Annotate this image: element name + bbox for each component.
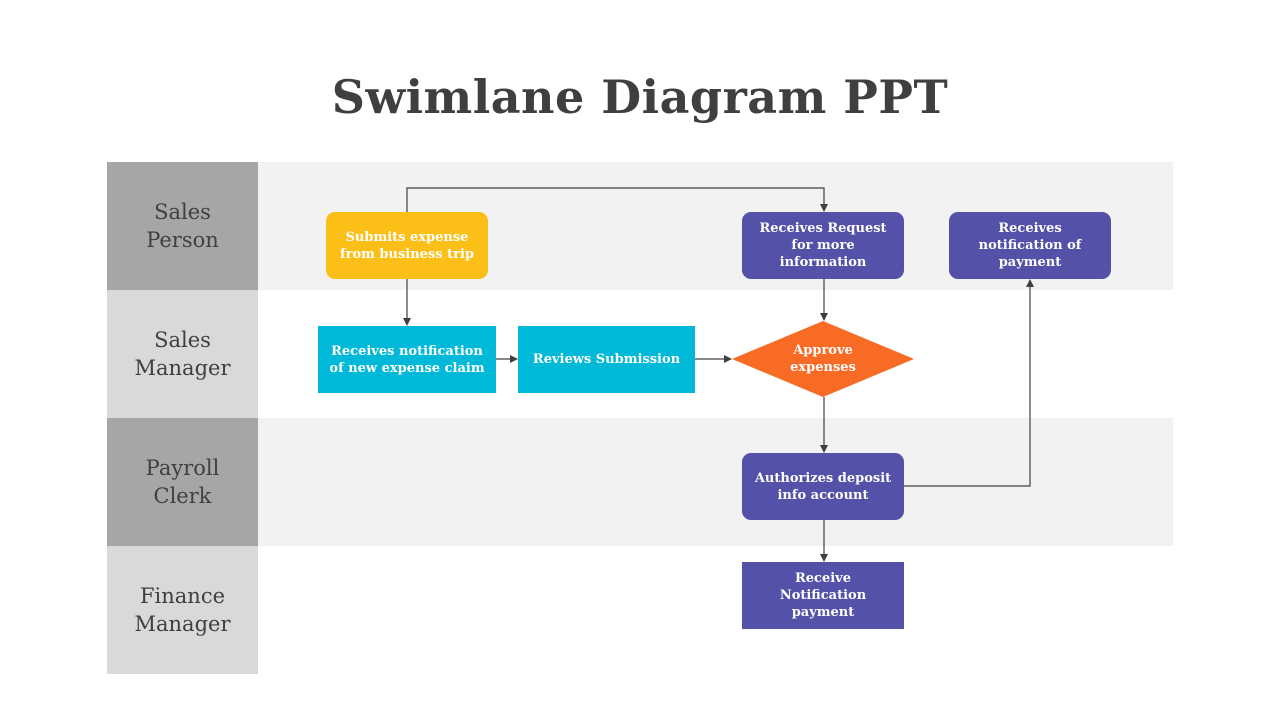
- connector-authorize-to-payment-notification: [904, 279, 1034, 487]
- node-receives-request[interactable]: Receives Request for more information: [742, 212, 904, 279]
- lane-payroll-clerk: [258, 418, 1173, 546]
- node-receives-claim-notification[interactable]: Receives notification of new expense cla…: [318, 326, 496, 393]
- page-title: Swimlane Diagram PPT: [331, 70, 949, 124]
- node-submits-expense[interactable]: Submits expense from business trip: [326, 212, 488, 279]
- decision-diamond: [732, 321, 914, 397]
- lane-label-payroll-clerk: Payroll Clerk: [107, 418, 258, 546]
- lane-label-sales-person: Sales Person: [107, 162, 258, 290]
- node-reviews-submission[interactable]: Reviews Submission: [518, 326, 695, 393]
- node-receive-notification-payment[interactable]: Receive Notification payment: [742, 562, 904, 629]
- node-authorizes-deposit[interactable]: Authorizes deposit info account: [742, 453, 904, 520]
- node-approve-expenses[interactable]: Approve expenses: [732, 321, 914, 397]
- connector-submit-to-request: [406, 187, 828, 212]
- node-receives-payment-notification[interactable]: Receives notification of payment: [949, 212, 1111, 279]
- approve-expenses-label: Approve expenses: [790, 343, 856, 375]
- lane-label-sales-manager: Sales Manager: [107, 290, 258, 418]
- lane-finance-manager: [258, 546, 1173, 674]
- lane-label-finance-manager: Finance Manager: [107, 546, 258, 674]
